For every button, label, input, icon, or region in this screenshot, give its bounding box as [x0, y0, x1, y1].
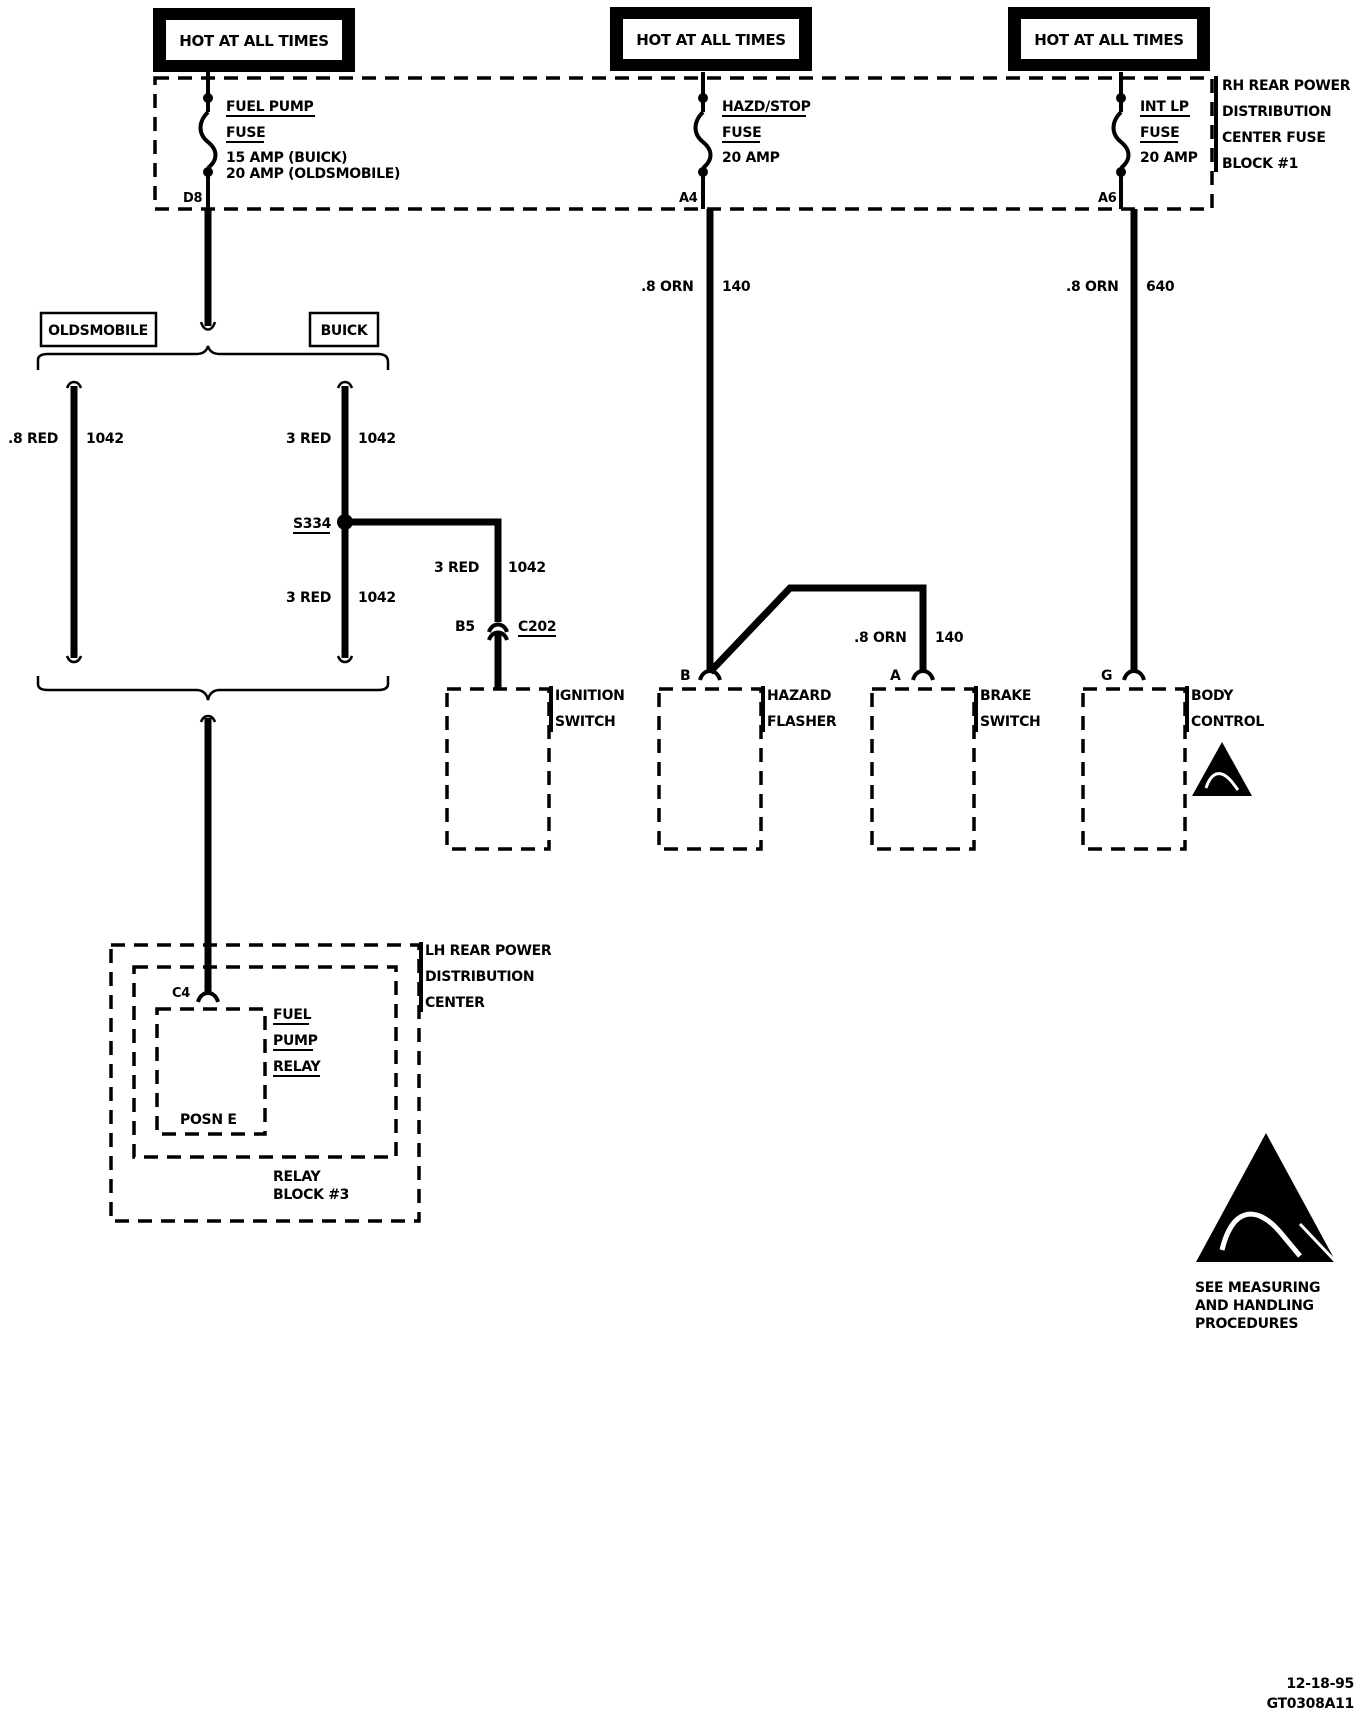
relay-line1: FUEL — [273, 1007, 312, 1023]
ignition-switch: IGNITION SWITCH — [445, 686, 625, 851]
body-line1: BODY — [1191, 688, 1234, 704]
brake-line1: BRAKE — [980, 688, 1031, 704]
lh-block-line1: LH REAR POWER — [425, 943, 552, 959]
connector-name: C202 — [518, 619, 556, 635]
body-wire-circuit: 640 — [1146, 279, 1175, 295]
oldsmobile-label-box: OLDSMOBILE — [39, 311, 158, 348]
body-control: G BODY CONTROL — [1081, 668, 1265, 851]
rh-block-line2: DISTRIBUTION — [1222, 104, 1331, 120]
relay-line2: PUMP — [273, 1033, 318, 1049]
buick-upper-wire-circuit: 1042 — [358, 431, 396, 447]
footer: 12-18-95 GT0308A11 — [1267, 1676, 1355, 1712]
lh-block-line2: DISTRIBUTION — [425, 969, 534, 985]
relay-position: POSN E — [180, 1112, 237, 1128]
hot-label-3: HOT AT ALL TIMES — [1034, 31, 1184, 49]
body-wire-color: .8 ORN — [1066, 279, 1119, 295]
fuel-fuse-rating2: 20 AMP (OLDSMOBILE) — [226, 166, 400, 182]
fuel-fuse-name1: FUEL PUMP — [226, 99, 313, 115]
olds-wire-color: .8 RED — [8, 431, 58, 447]
splice-label: S334 — [293, 516, 332, 532]
esd-large-icon — [1196, 1133, 1338, 1264]
ign-wire-circuit: 1042 — [508, 560, 546, 576]
brake-line2: SWITCH — [980, 714, 1040, 730]
hazd-fuse-terminal: A4 — [679, 191, 698, 206]
ignition-line1: IGNITION — [555, 688, 625, 704]
ignition-feed: 3 RED 1042 B5 C202 — [434, 560, 557, 690]
hot-label-1: HOT AT ALL TIMES — [179, 32, 329, 50]
buick-upper-wire-color: 3 RED — [286, 431, 331, 447]
variant-brace-top — [36, 345, 390, 370]
int-lp-fuse: INT LP FUSE 20 AMP A6 — [1098, 72, 1198, 209]
connector-pin: B5 — [455, 619, 475, 635]
relay-block-line2: BLOCK #3 — [273, 1187, 349, 1203]
olds-wire-circuit: 1042 — [86, 431, 124, 447]
hazd-stop-fuse: HAZD/STOP FUSE 20 AMP A4 — [679, 72, 811, 209]
fuel-fuse-name2: FUSE — [226, 125, 265, 141]
fuel-pump-fuse: FUEL PUMP FUSE 15 AMP (BUICK) 20 AMP (OL… — [183, 72, 400, 209]
oldsmobile-label: OLDSMOBILE — [48, 323, 148, 339]
hazd-wire-circuit: 140 — [722, 279, 751, 295]
fuel-fuse-terminal: D8 — [183, 191, 202, 206]
body-line2: CONTROL — [1191, 714, 1264, 730]
rh-fuse-block-label: RH REAR POWER DISTRIBUTION CENTER FUSE B… — [1214, 76, 1351, 172]
hazard-line2: FLASHER — [767, 714, 837, 730]
buick-lower-wire-circuit: 1042 — [358, 590, 396, 606]
buick-lower-wire-color: 3 RED — [286, 590, 331, 606]
brake-wire-color: .8 ORN — [854, 630, 907, 646]
hazard-flasher: B HAZARD FLASHER — [657, 668, 837, 851]
hazard-line1: HAZARD — [767, 688, 831, 704]
lh-power-center: LH REAR POWER DISTRIBUTION CENTER — [109, 942, 552, 1223]
body-pin: G — [1101, 668, 1112, 684]
hazd-wire-color: .8 ORN — [641, 279, 694, 295]
fuel-fuse-rating1: 15 AMP (BUICK) — [226, 150, 347, 166]
intlp-fuse-name1: INT LP — [1140, 99, 1189, 115]
esd-warning: SEE MEASURING AND HANDLING PROCEDURES — [1195, 1133, 1338, 1332]
hazard-pin: B — [680, 668, 690, 684]
esd-line2: AND HANDLING — [1195, 1298, 1314, 1314]
hazd-fuse-name1: HAZD/STOP — [722, 99, 811, 115]
brake-switch: A BRAKE SWITCH — [870, 668, 1041, 851]
fuel-pump-relay: C4 FUEL PUMP RELAY POSN E — [155, 986, 322, 1136]
relay-block-line1: RELAY — [273, 1169, 322, 1185]
power-source-2: HOT AT ALL TIMES — [610, 7, 812, 71]
ign-wire-color: 3 RED — [434, 560, 479, 576]
intlp-fuse-name2: FUSE — [1140, 125, 1179, 141]
esd-line3: PROCEDURES — [1195, 1316, 1298, 1332]
power-source-3: HOT AT ALL TIMES — [1008, 7, 1210, 71]
rh-block-line4: BLOCK #1 — [1222, 156, 1298, 172]
hazd-fuse-rating1: 20 AMP — [722, 150, 780, 166]
esd-line1: SEE MEASURING — [1195, 1280, 1320, 1296]
brake-pin: A — [890, 668, 901, 684]
variant-brace-bottom — [36, 676, 390, 701]
buick-label: BUICK — [321, 323, 369, 339]
rh-fuse-block-outline — [153, 76, 1214, 211]
lh-block-line3: CENTER — [425, 995, 485, 1011]
relay-block-3: RELAY BLOCK #3 — [132, 965, 398, 1203]
footer-date: 12-18-95 — [1286, 1676, 1354, 1692]
hazd-fuse-name2: FUSE — [722, 125, 761, 141]
ignition-line2: SWITCH — [555, 714, 615, 730]
intlp-fuse-terminal: A6 — [1098, 191, 1117, 206]
esd-small-icon — [1192, 742, 1252, 796]
intlp-fuse-rating1: 20 AMP — [1140, 150, 1198, 166]
rh-block-line1: RH REAR POWER — [1222, 78, 1351, 94]
hot-label-2: HOT AT ALL TIMES — [636, 31, 786, 49]
wire-hazard-to-brake — [707, 584, 927, 675]
buick-label-box: BUICK — [308, 311, 380, 348]
rh-block-line3: CENTER FUSE — [1222, 130, 1326, 146]
brake-wire-circuit: 140 — [935, 630, 964, 646]
splice-s334: S334 — [293, 514, 502, 622]
olds-branch: .8 RED 1042 — [8, 380, 124, 664]
power-source-1: HOT AT ALL TIMES — [153, 8, 355, 72]
footer-code: GT0308A11 — [1267, 1696, 1354, 1712]
relay-pin: C4 — [172, 986, 190, 1001]
relay-line3: RELAY — [273, 1059, 322, 1075]
